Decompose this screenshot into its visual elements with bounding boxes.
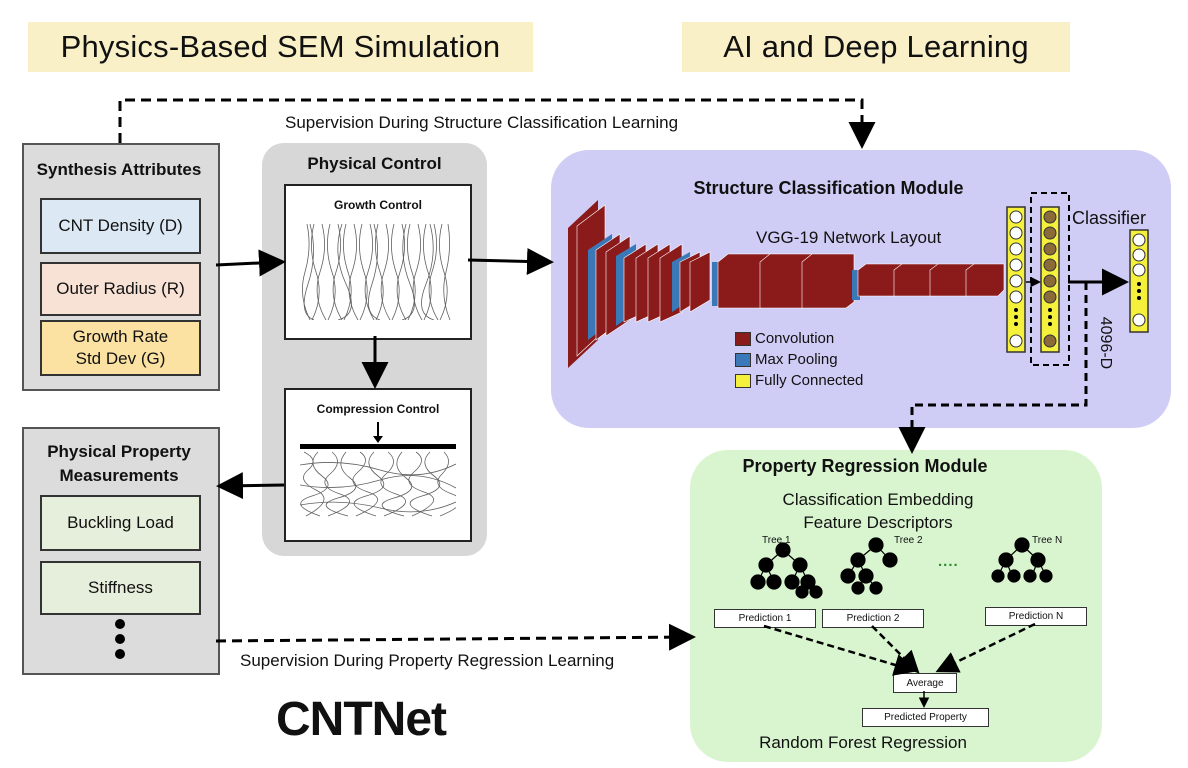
predicted-property-box: Predicted Property [862, 708, 989, 727]
random-forest-label: Random Forest Regression [759, 733, 967, 752]
legend-convolution: Convolution [735, 330, 863, 347]
growth-texture-image [302, 224, 451, 320]
density-attribute: CNT Density (D) [40, 198, 201, 254]
prediction-2-box: Prediction 2 [822, 609, 924, 628]
compression-control-label: Compression Control [316, 402, 440, 416]
header-physics: Physics-Based SEM Simulation [28, 22, 533, 72]
radius-attribute: Outer Radius (R) [40, 262, 201, 316]
growth-control-box: Growth Control [284, 184, 472, 340]
growth-attribute: Growth Rate Std Dev (G) [40, 320, 201, 376]
structure-module-title: Structure Classification Module [693, 178, 964, 198]
embedding-label-line1: Classification Embedding [782, 490, 974, 509]
regression-module-title: Property Regression Module [742, 456, 988, 476]
legend-fully-connected-label: Fully Connected [755, 372, 864, 389]
growth-control-label: Growth Control [334, 198, 422, 212]
prediction-1-box: Prediction 1 [714, 609, 816, 628]
network-legend: Convolution Max Pooling Fully Connected [735, 330, 863, 389]
physical-control-title: Physical Control [307, 154, 442, 173]
synthesis-title: Synthesis Attributes [36, 160, 202, 179]
embedding-label-line2: Feature Descriptors [803, 513, 953, 532]
property-supervision-arrow [215, 623, 696, 651]
tree-1-label: Tree 1 [762, 535, 791, 546]
brand-title: CNTNet [276, 693, 447, 746]
prediction-n-box: Prediction N [985, 607, 1087, 626]
header-ai: AI and Deep Learning [682, 22, 1070, 72]
max-pooling-swatch [735, 352, 751, 367]
stiffness-measure: Stiffness [40, 561, 201, 615]
classifier-label: Classifier [1072, 208, 1147, 228]
legend-fully-connected: Fully Connected [735, 372, 863, 389]
legend-convolution-label: Convolution [755, 330, 835, 347]
structure-supervision-label: Supervision During Structure Classificat… [285, 113, 679, 132]
compression-control-box: Compression Control [284, 388, 472, 542]
legend-max-pooling-label: Max Pooling [755, 351, 838, 368]
measurements-panel [22, 427, 220, 675]
measurements-title: Physical Property Measurements [47, 442, 191, 485]
dim-label: 4096-D [1097, 316, 1115, 370]
property-supervision-label: Supervision During Property Regression L… [240, 651, 615, 670]
more-measures-dots [115, 619, 125, 659]
tree-2-label: Tree 2 [894, 535, 923, 546]
fully-connected-swatch [735, 373, 751, 388]
network-layout-label: VGG-19 Network Layout [756, 228, 942, 247]
legend-max-pooling: Max Pooling [735, 351, 863, 368]
tree-n-label: Tree N [1032, 535, 1063, 546]
trees-ellipsis: .... [938, 553, 959, 570]
buckling-load-measure: Buckling Load [40, 495, 201, 551]
average-box: Average [893, 673, 957, 693]
convolution-swatch [735, 331, 751, 346]
compression-texture-image [300, 422, 456, 517]
